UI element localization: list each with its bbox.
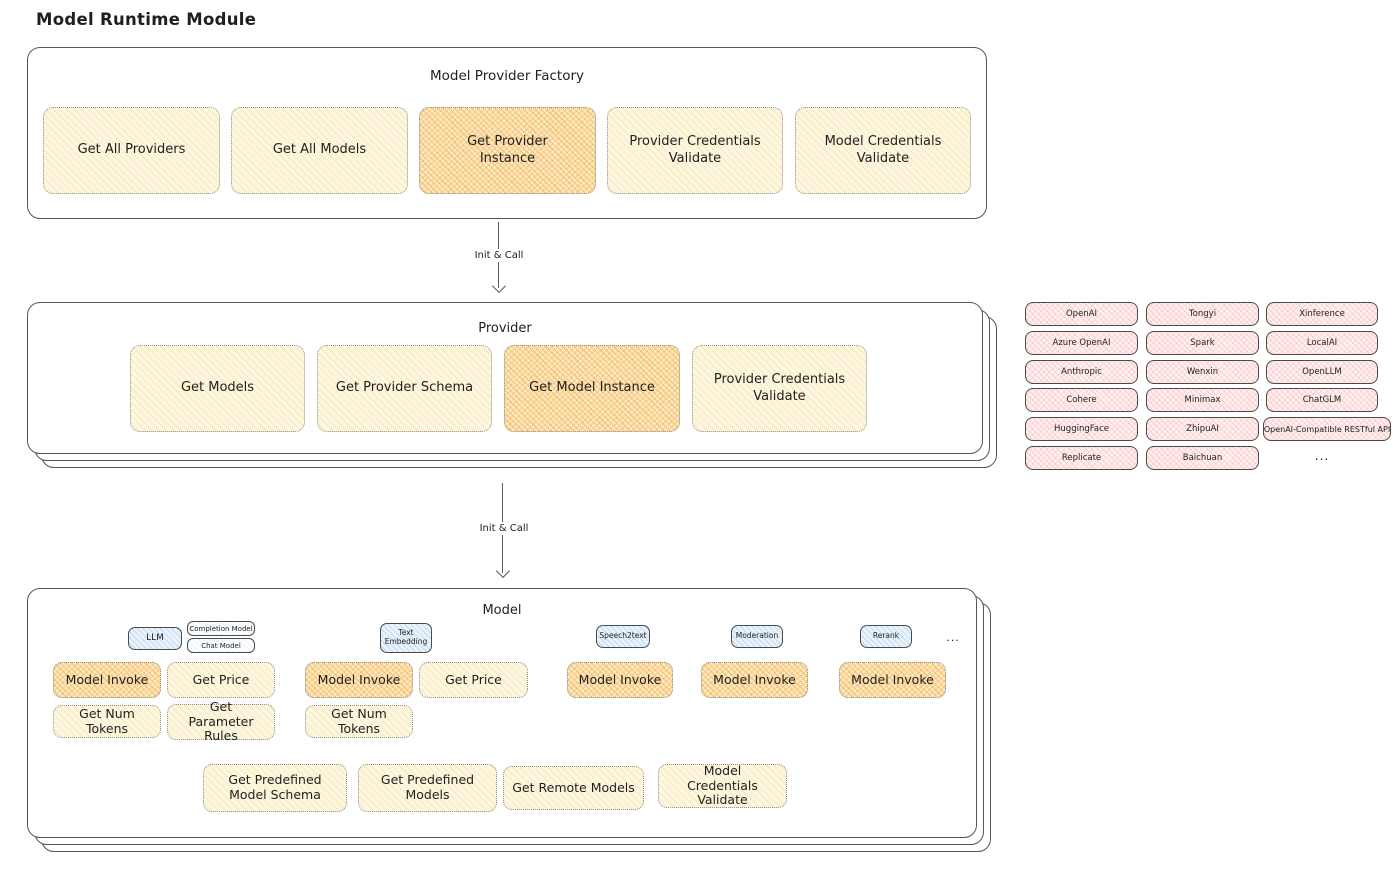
tag-chat-model: Chat Model (187, 638, 255, 653)
moderation-model-invoke: Model Invoke (701, 662, 808, 698)
model-tags-ellipsis: ... (946, 631, 960, 644)
provider-get-model-instance: Get Model Instance (504, 345, 680, 432)
arrow-label-init-call-2: Init & Call (474, 522, 534, 535)
provider-chip-replicate: Replicate (1025, 446, 1138, 470)
factory-model-credentials-validate: Model Credentials Validate (795, 107, 971, 194)
provider-chip-chatglm: ChatGLM (1266, 388, 1378, 412)
provider-chip-tongyi: Tongyi (1146, 302, 1259, 326)
factory-title: Model Provider Factory (429, 68, 584, 84)
model-get-predefined-models: Get Predefined Models (358, 764, 497, 812)
model-model-credentials-validate: Model Credentials Validate (658, 763, 787, 808)
arrowhead-icon (495, 563, 511, 579)
text-embedding-get-num-tokens: Get Num Tokens (305, 705, 413, 738)
provider-chip-openai-compatible: OpenAI-Compatible RESTful API (1263, 417, 1391, 441)
tag-moderation: Moderation (731, 625, 783, 648)
diagram-title: Model Runtime Module (36, 10, 257, 29)
provider-chips-ellipsis: ... (1314, 449, 1330, 463)
provider-title: Provider (478, 321, 532, 336)
rerank-model-invoke: Model Invoke (839, 662, 946, 698)
text-embedding-get-price: Get Price (419, 662, 528, 698)
provider-chip-wenxin: Wenxin (1146, 360, 1259, 384)
provider-chip-zhipuai: ZhipuAI (1146, 417, 1259, 441)
factory-provider-credentials-validate: Provider Credentials Validate (607, 107, 783, 194)
speech2text-model-invoke: Model Invoke (567, 662, 673, 698)
provider-provider-credentials-validate: Provider Credentials Validate (692, 345, 867, 432)
provider-chip-xinference: Xinference (1266, 302, 1378, 326)
factory-get-provider-instance: Get Provider Instance (419, 107, 596, 194)
provider-chip-spark: Spark (1146, 331, 1259, 355)
provider-chip-anthropic: Anthropic (1025, 360, 1138, 384)
llm-get-parameter-rules: Get Parameter Rules (167, 699, 275, 743)
arrow-label-init-call-1: Init & Call (469, 249, 529, 262)
text-embedding-model-invoke: Model Invoke (305, 662, 413, 698)
provider-chip-azure-openai: Azure OpenAI (1025, 331, 1138, 355)
provider-chip-openllm: OpenLLM (1266, 360, 1378, 384)
tag-speech2text: Speech2text (596, 625, 650, 648)
tag-llm: LLM (128, 627, 182, 650)
provider-chip-huggingface: HuggingFace (1025, 417, 1138, 441)
arrowhead-icon (491, 278, 507, 294)
llm-get-num-tokens: Get Num Tokens (53, 705, 161, 738)
tag-completion-model: Completion Model (187, 621, 255, 636)
model-title: Model (482, 603, 522, 618)
provider-chip-cohere: Cohere (1025, 388, 1138, 412)
tag-rerank: Rerank (860, 625, 912, 648)
provider-chip-localai: LocalAI (1266, 331, 1378, 355)
provider-chip-baichuan: Baichuan (1146, 446, 1259, 470)
tag-text-embedding: Text Embedding (380, 623, 432, 653)
model-get-predefined-model-schema: Get Predefined Model Schema (203, 764, 347, 812)
provider-chip-minimax: Minimax (1146, 388, 1259, 412)
factory-get-all-models: Get All Models (231, 107, 408, 194)
llm-get-price: Get Price (167, 662, 275, 698)
provider-chip-openai: OpenAI (1025, 302, 1138, 326)
factory-get-all-providers: Get All Providers (43, 107, 220, 194)
llm-model-invoke: Model Invoke (53, 662, 161, 698)
model-get-remote-models: Get Remote Models (503, 766, 644, 810)
provider-get-models: Get Models (130, 345, 305, 432)
provider-get-provider-schema: Get Provider Schema (317, 345, 492, 432)
